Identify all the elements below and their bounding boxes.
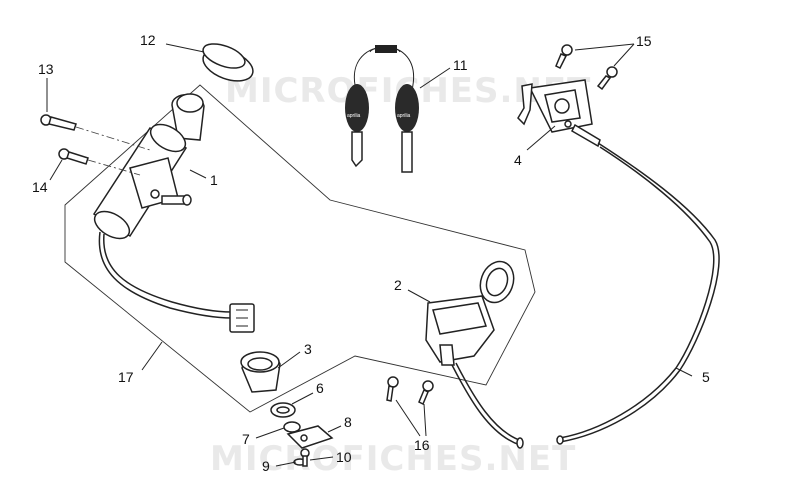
spring-7-part bbox=[283, 421, 301, 433]
latch-cable-part bbox=[559, 142, 720, 443]
screw-16a-part bbox=[386, 376, 399, 402]
callout-13: 13 bbox=[38, 61, 54, 77]
seat-lock-part bbox=[425, 260, 524, 449]
screw-15b-part bbox=[596, 66, 618, 91]
callout-6: 6 bbox=[316, 380, 324, 396]
callout-14: 14 bbox=[32, 179, 48, 195]
axis-line-bolt-13 bbox=[75, 126, 151, 151]
bolt-13-part bbox=[40, 114, 77, 131]
callout-12: 12 bbox=[140, 32, 156, 48]
group-outline bbox=[64, 84, 536, 413]
watermark-bottom: MICROFICHES.NET bbox=[210, 439, 576, 479]
callout-4: 4 bbox=[514, 152, 522, 168]
keys-part: aprilia aprilia bbox=[345, 45, 419, 173]
seat-latch-part bbox=[517, 79, 601, 148]
screw-15a-part bbox=[555, 44, 573, 70]
callout-10: 10 bbox=[336, 449, 352, 465]
callout-1: 1 bbox=[210, 172, 218, 188]
callout-2: 2 bbox=[394, 277, 402, 293]
key-brand-right: aprilia bbox=[397, 113, 411, 119]
ignition-lock-part bbox=[92, 93, 255, 333]
dust-cap-part bbox=[202, 43, 254, 82]
callout-17: 17 bbox=[118, 369, 134, 385]
key-brand-left: aprilia bbox=[347, 113, 361, 119]
washer-6-part bbox=[270, 402, 296, 418]
leader-lines bbox=[46, 43, 693, 467]
screw-16b-part bbox=[418, 380, 434, 406]
callout-15: 15 bbox=[636, 33, 652, 49]
callout-7: 7 bbox=[242, 431, 250, 447]
callout-11: 11 bbox=[453, 57, 468, 73]
callout-labels: 1 2 3 4 5 6 7 8 9 10 11 12 13 14 15 16 1… bbox=[32, 32, 710, 474]
bolt-14-part bbox=[58, 148, 89, 165]
callout-5: 5 bbox=[702, 369, 710, 385]
callout-9: 9 bbox=[262, 458, 270, 474]
screw-10-part bbox=[300, 448, 310, 467]
callout-8: 8 bbox=[344, 414, 352, 430]
callout-3: 3 bbox=[304, 341, 312, 357]
callout-16: 16 bbox=[414, 437, 430, 453]
plate-8-part bbox=[286, 425, 334, 449]
axis-line-bolt-14 bbox=[87, 159, 141, 176]
bushing-part bbox=[240, 351, 281, 393]
